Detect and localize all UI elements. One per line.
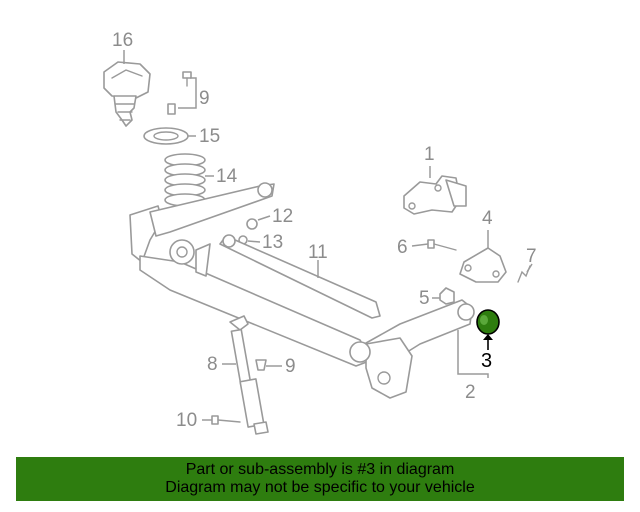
callout-12: 12: [272, 206, 293, 227]
callout-11: 11: [308, 242, 328, 263]
part-16-spring-mount: [103, 61, 151, 127]
part-9-lower-bolt: [255, 359, 267, 371]
callout-6: 6: [397, 237, 408, 258]
callout-7: 7: [526, 246, 537, 267]
part-10-bolt: [211, 415, 241, 425]
axle-assembly: [129, 182, 475, 399]
callout-8: 8: [207, 354, 218, 375]
callout-2: 2: [465, 382, 476, 403]
callout-13: 13: [262, 232, 283, 253]
part-14-coil-spring: [164, 153, 206, 207]
callout-5: 5: [419, 288, 430, 309]
part-4-bracket: [459, 247, 507, 283]
banner-line-1: Part or sub-assembly is #3 in diagram: [185, 461, 455, 478]
parts-diagram: 16 9 15 14 12 13: [103, 30, 537, 435]
part-9-upper-bolt: [167, 71, 192, 115]
callout-16: 16: [112, 30, 133, 51]
callout-14: 14: [216, 166, 238, 187]
part-8-shock-absorber: [229, 315, 269, 435]
callout-10: 10: [176, 410, 197, 431]
callout-9-upper: 9: [199, 88, 210, 109]
callout-9-lower: 9: [285, 356, 296, 377]
callout-3: 3: [481, 350, 492, 372]
part-1-spindle: [403, 175, 467, 215]
part-5-nut: [439, 287, 455, 305]
info-banner: Part or sub-assembly is #3 in diagram Di…: [16, 457, 624, 501]
callout-15: 15: [199, 126, 220, 147]
banner-line-2: Diagram may not be specific to your vehi…: [165, 479, 475, 496]
part-15-insulator: [143, 127, 189, 145]
part-7-clip: [517, 265, 531, 283]
part-11-track-bar: [219, 234, 381, 319]
callout-4: 4: [482, 208, 493, 229]
part-6-bolt: [427, 239, 457, 251]
callout-1: 1: [424, 144, 435, 165]
part-12-13-hardware: [238, 218, 258, 245]
part-3-bushing-highlighted: [476, 309, 500, 335]
